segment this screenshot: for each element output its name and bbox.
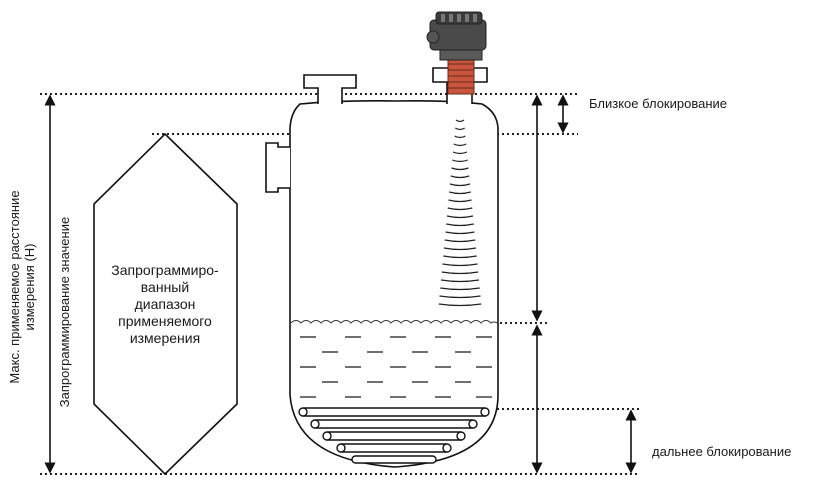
left-nozzle — [303, 74, 357, 104]
wave-front — [444, 239, 476, 243]
max-distance-label: Макс. применяемое расстояние измерения (… — [7, 162, 37, 412]
wave-front — [443, 247, 477, 251]
wave-front — [438, 303, 482, 307]
wave-front — [448, 199, 472, 203]
wave-front — [443, 255, 477, 259]
dimension-arrows — [44, 94, 637, 474]
wave-front — [453, 143, 467, 147]
programmed-range-line-5: измерения — [129, 330, 201, 346]
programmed-range-line-1: Запрограммиро- — [111, 262, 219, 278]
wave-front — [439, 295, 481, 299]
wave-front — [442, 263, 478, 267]
programmed-range-line-2: ванный — [140, 279, 190, 295]
wave-front — [447, 207, 473, 211]
wave-front — [452, 151, 468, 155]
wave-front — [446, 215, 474, 219]
far-block-label: дальнее блокирование — [652, 444, 792, 459]
programmed-range-label: Запрограммиро- ванный диапазон применяем… — [100, 262, 230, 347]
liquid-surface — [290, 320, 499, 324]
reference-lines — [40, 93, 640, 475]
wave-front — [455, 119, 465, 123]
wave-front — [454, 135, 466, 139]
programmed-range-line-3: диапазон — [134, 296, 196, 312]
wave-front — [440, 287, 480, 291]
wave-front — [454, 127, 466, 131]
wave-front — [451, 167, 469, 171]
programmed-range-line-4: применяемого — [118, 313, 212, 329]
wave-front — [441, 271, 479, 275]
programmed-value-label: Запрограммирование значение — [57, 216, 72, 408]
wave-front — [445, 231, 475, 235]
side-nozzle — [265, 142, 290, 193]
wave-front — [440, 279, 480, 283]
wave-front — [449, 191, 471, 195]
sensor-icon — [426, 11, 487, 95]
tank — [265, 67, 499, 468]
programmed-range-hexagon — [93, 132, 238, 476]
ultrasonic-waves — [438, 119, 482, 307]
near-block-label: Близкое блокирование — [589, 96, 727, 111]
liquid-dashes — [300, 336, 492, 398]
wave-front — [449, 183, 471, 187]
wave-front — [446, 223, 474, 227]
wave-front — [450, 175, 470, 179]
tank-body — [289, 100, 499, 468]
heating-coil — [298, 407, 490, 464]
wave-front — [452, 159, 468, 163]
max-distance-line-2: измерения (H) — [22, 243, 37, 331]
max-distance-line-1: Макс. применяемое расстояние — [7, 190, 22, 384]
sensor-cable-gland — [426, 30, 440, 44]
